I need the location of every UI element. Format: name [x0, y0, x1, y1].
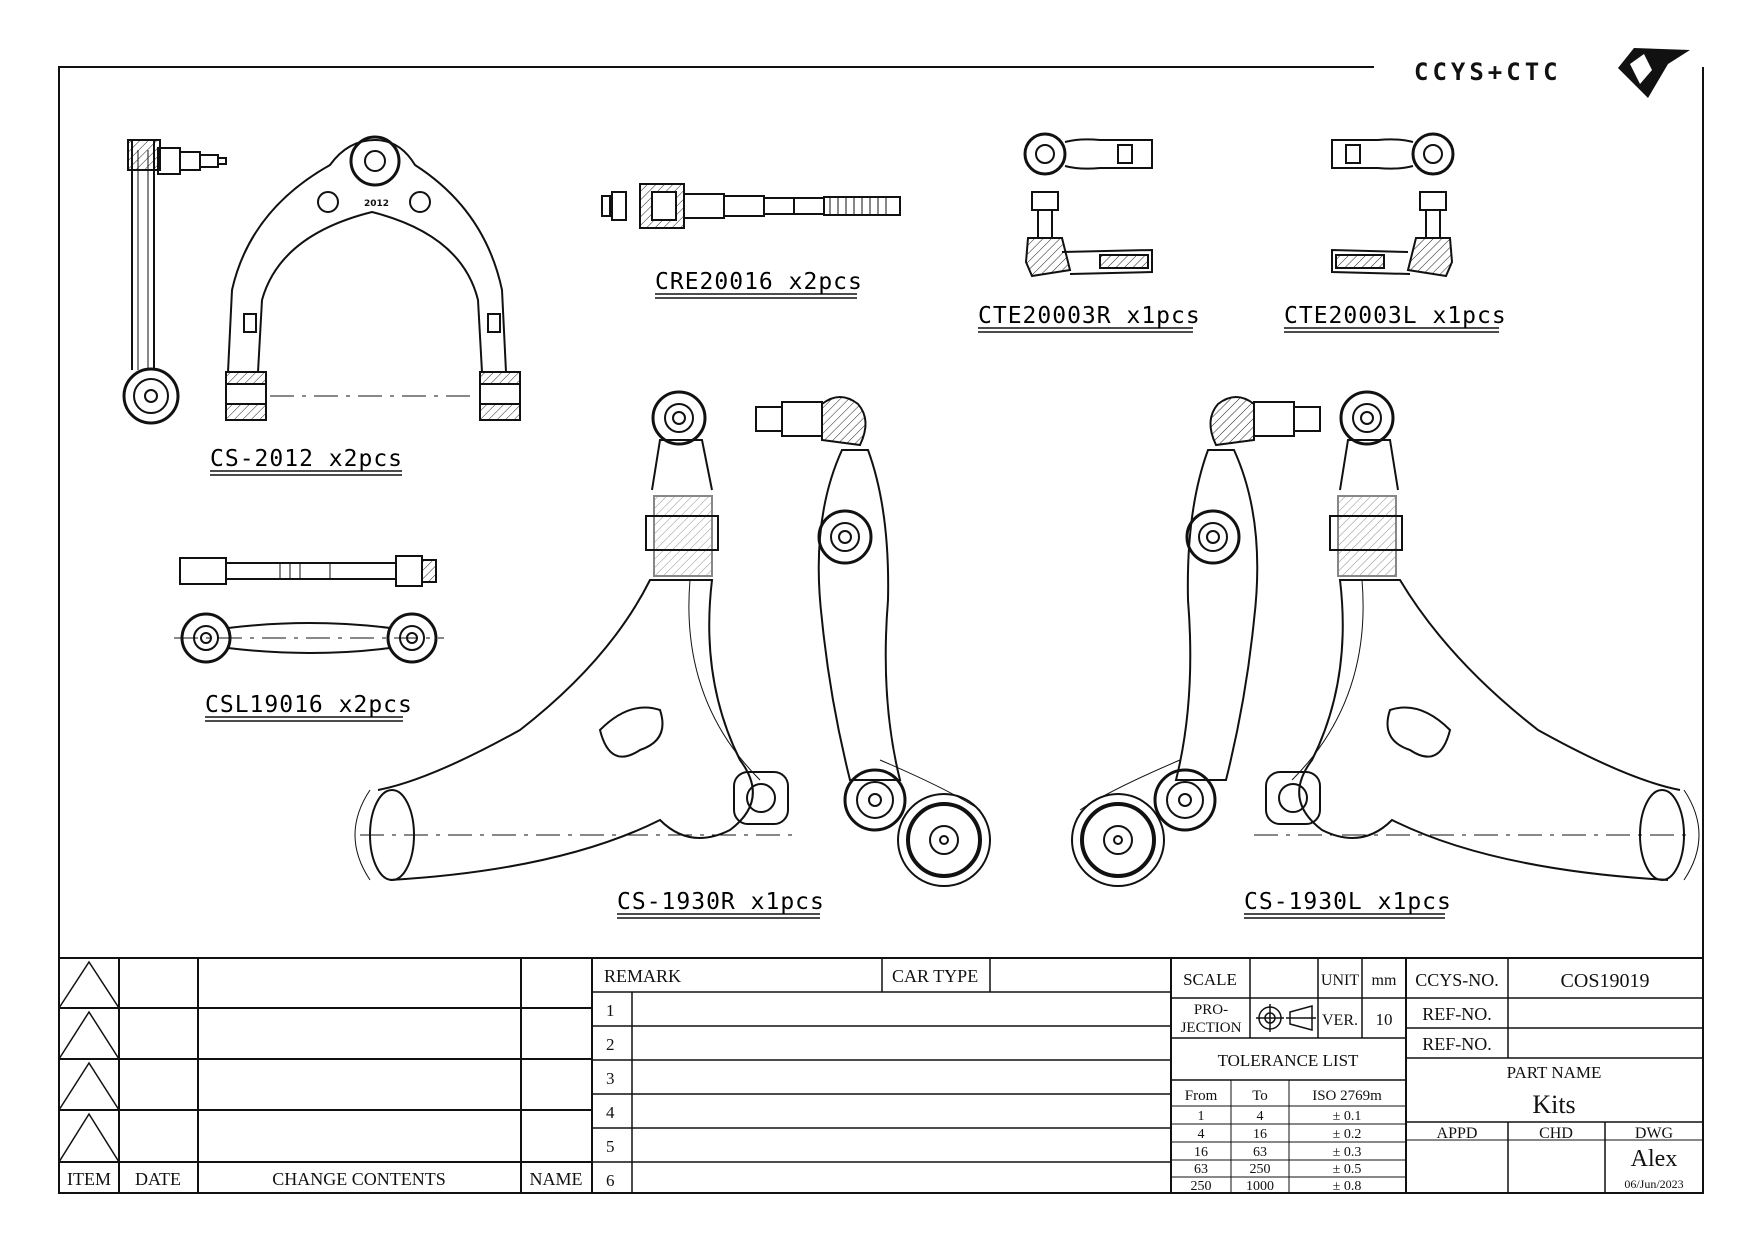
projection-label-1: PRO- — [1194, 1002, 1228, 1018]
unit-label: UNIT — [1321, 972, 1359, 989]
projection-symbol-icon — [1256, 1004, 1316, 1032]
dwg-name: Alex — [1631, 1146, 1678, 1172]
part-cs1930r-link — [755, 396, 991, 887]
tolerance-title: TOLERANCE LIST — [1218, 1051, 1359, 1070]
svg-text:CCYS+CTC: CCYS+CTC — [1414, 58, 1562, 86]
remark-row-3: 3 — [606, 1069, 615, 1088]
projection-label-2: JECTION — [1181, 1020, 1242, 1036]
ccys-no-label: CCYS-NO. — [1415, 970, 1499, 990]
part-cs2012-arm — [225, 135, 521, 421]
scale-label: SCALE — [1183, 970, 1237, 989]
part-cte20003r — [1023, 132, 1153, 278]
remark-row-4: 4 — [606, 1103, 615, 1122]
tolerance-header-to: To — [1252, 1088, 1268, 1104]
tolerance-row-to: 63 — [1253, 1145, 1267, 1160]
tolerance-row-from: 16 — [1194, 1145, 1208, 1160]
brand-logo: CCYS+CTC — [1414, 48, 1690, 98]
tolerance-row-tol: ± 0.3 — [1333, 1145, 1362, 1160]
tolerance-row-to: 16 — [1253, 1127, 1267, 1142]
part-label-cre20016: CRE20016 x2pcs — [655, 269, 863, 295]
sheet-frame — [58, 66, 1704, 1194]
part-cs1930l-arm — [1254, 390, 1700, 881]
tolerance-row-to: 1000 — [1246, 1179, 1274, 1194]
ref-no-label-2: REF-NO. — [1422, 1034, 1492, 1054]
remark-row-5: 5 — [606, 1137, 615, 1156]
part-cs1930r-arm — [354, 390, 800, 881]
part-name-value: Kits — [1532, 1090, 1575, 1119]
part-label-cs2012: CS-2012 x2pcs — [210, 446, 403, 472]
tolerance-row-tol: ± 0.8 — [1333, 1179, 1362, 1194]
tolerance-row-tol: ± 0.2 — [1333, 1127, 1362, 1142]
tolerance-header-from: From — [1185, 1088, 1218, 1104]
tolerance-row-tol: ± 0.1 — [1333, 1109, 1362, 1124]
tolerance-row-from: 4 — [1198, 1127, 1205, 1142]
remark-row-1: 1 — [606, 1001, 615, 1020]
remark-label: REMARK — [604, 966, 681, 986]
tolerance-row-to: 4 — [1257, 1109, 1264, 1124]
remark-row-6: 6 — [606, 1171, 615, 1190]
part-label-cs1930l: CS-1930L x1pcs — [1244, 889, 1452, 915]
ref-no-label-1: REF-NO. — [1422, 1004, 1492, 1024]
ver-label: VER. — [1322, 1012, 1358, 1029]
tolerance-row-from: 250 — [1191, 1179, 1212, 1194]
part-labels — [205, 293, 1499, 919]
appd-label: APPD — [1437, 1125, 1478, 1142]
tolerance-row-from: 1 — [1198, 1109, 1205, 1124]
part-label-cte20003r: CTE20003R x1pcs — [978, 303, 1201, 329]
part-label-cte20003l: CTE20003L x1pcs — [1284, 303, 1507, 329]
rev-header-name: NAME — [530, 1169, 583, 1189]
part-name-label: PART NAME — [1507, 1063, 1602, 1082]
part-cs2012-link — [122, 139, 227, 425]
rev-header-change: CHANGE CONTENTS — [272, 1169, 446, 1189]
svg-text:2012: 2012 — [364, 199, 389, 209]
part-label-csl19016: CSL19016 x2pcs — [205, 692, 413, 718]
dwg-label: DWG — [1635, 1125, 1674, 1142]
ver-value: 10 — [1376, 1010, 1393, 1029]
car-type-label: CAR TYPE — [892, 966, 978, 986]
tolerance-row-to: 250 — [1250, 1162, 1271, 1177]
unit-value: mm — [1372, 972, 1397, 989]
part-cre20016 — [601, 183, 901, 229]
dwg-date: 06/Jun/2023 — [1624, 1177, 1683, 1191]
chd-label: CHD — [1539, 1125, 1573, 1142]
part-cs1930l-link — [1071, 396, 1321, 887]
rev-header-date: DATE — [135, 1169, 181, 1189]
part-csl19016 — [174, 555, 444, 664]
tolerance-header-iso: ISO 2769m — [1312, 1088, 1382, 1104]
ccys-no-value: COS19019 — [1561, 970, 1650, 992]
title-block-grid — [58, 957, 1703, 1193]
tolerance-row-tol: ± 0.5 — [1333, 1162, 1362, 1177]
rev-header-item: ITEM — [67, 1169, 111, 1189]
remark-row-2: 2 — [606, 1035, 615, 1054]
part-cte20003l — [1331, 132, 1455, 278]
tolerance-row-from: 63 — [1194, 1162, 1208, 1177]
part-label-cs1930r: CS-1930R x1pcs — [617, 889, 825, 915]
